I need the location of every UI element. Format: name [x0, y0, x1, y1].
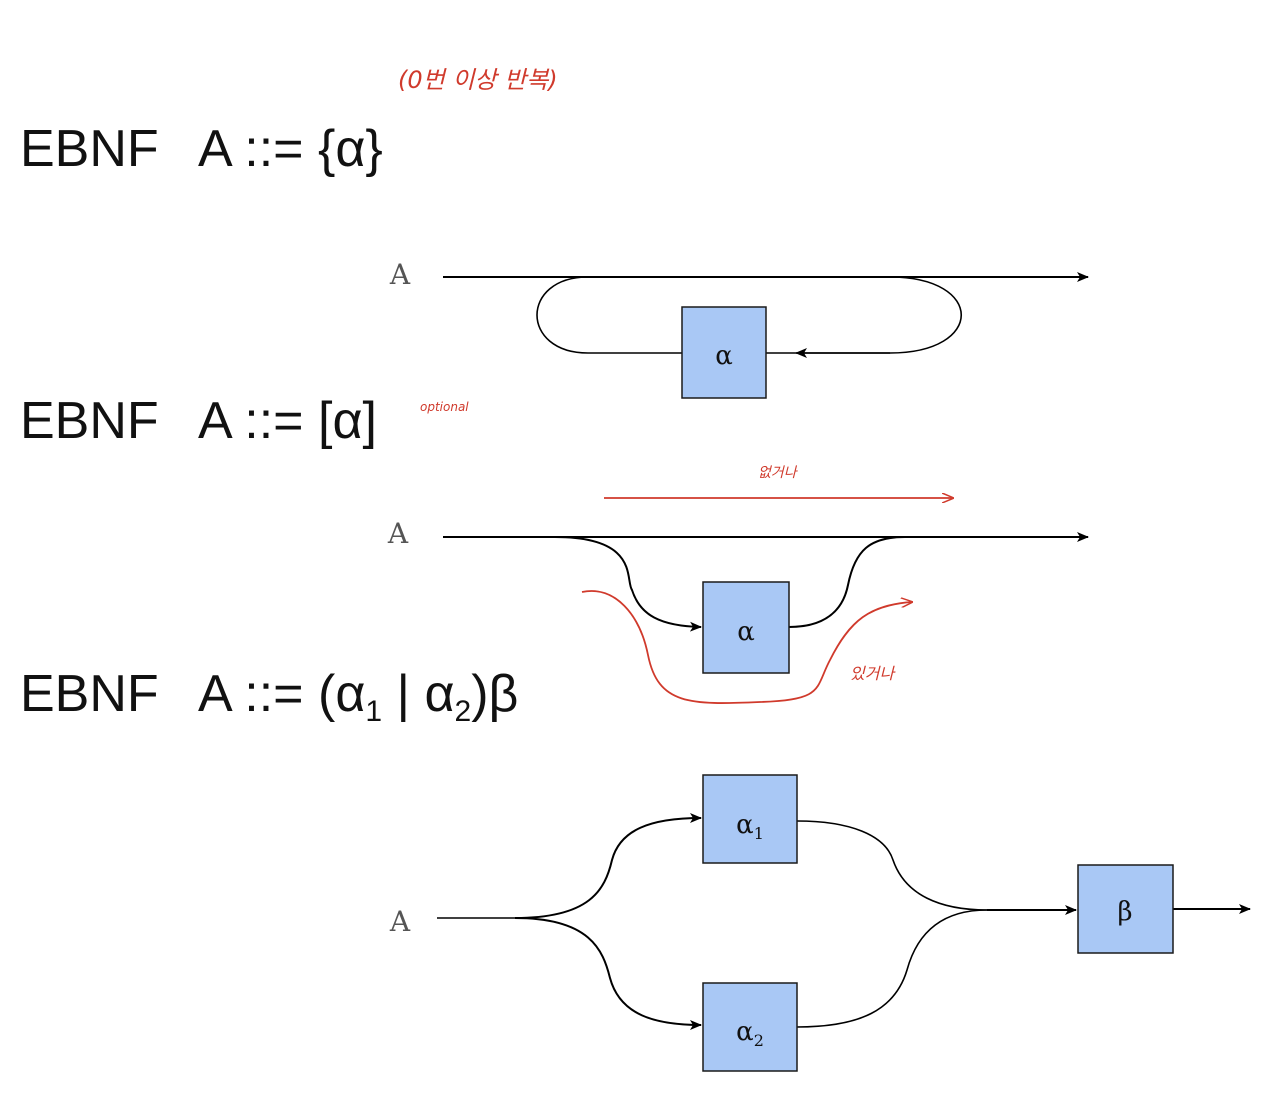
- exit-branch: [788, 536, 906, 628]
- alpha1-box: [702, 774, 798, 864]
- loop-track: [536, 276, 962, 354]
- heading-optional: EBNF A ::= [α]: [20, 395, 377, 447]
- heading-repetition: EBNF A ::= {α}: [20, 123, 383, 175]
- upper-branch: [514, 813, 702, 919]
- rule-rhs: {α}: [318, 120, 383, 178]
- start-label: A: [389, 258, 411, 291]
- rule-operator: ::=: [244, 392, 304, 450]
- rule-rhs-text: (α: [318, 665, 366, 723]
- alpha-box: [702, 581, 790, 674]
- rule-rhs-text: )β: [471, 665, 519, 723]
- start-label: A: [389, 905, 411, 938]
- rule-operator: ::=: [244, 665, 304, 723]
- alternation-diagram: A α1 α2 β: [389, 774, 1251, 1072]
- start-label: A: [387, 517, 409, 550]
- optional-note: optional: [420, 400, 469, 414]
- rule-rhs-text: | α: [382, 665, 455, 723]
- repeat-note: (0번 이상 반복): [398, 66, 558, 94]
- enter-branch: [554, 536, 702, 632]
- lower-branch: [514, 917, 702, 1030]
- rule-rhs-subscript: 1: [365, 695, 383, 728]
- present-note: 있거나: [850, 664, 895, 683]
- rule-rhs-subscript: 2: [454, 695, 472, 728]
- handwritten-annotations: [581, 498, 953, 704]
- alpha-box: [681, 306, 767, 399]
- repetition-diagram: A α: [389, 258, 1089, 399]
- rule-lhs: A: [198, 120, 230, 178]
- rule-lhs: A: [198, 392, 230, 450]
- alpha-box-label: α: [737, 617, 755, 647]
- rule-rhs: (α1 | α2)β: [318, 665, 519, 727]
- ebnf-keyword: EBNF: [20, 392, 159, 450]
- ebnf-keyword: EBNF: [20, 665, 159, 723]
- ebnf-keyword: EBNF: [20, 120, 159, 178]
- optional-diagram: A α: [387, 517, 1089, 674]
- beta-box: [1077, 864, 1174, 954]
- upper-merge: [796, 820, 988, 911]
- rule-rhs: [α]: [318, 392, 377, 450]
- rule-lhs: A: [198, 665, 230, 723]
- alpha1-box-label: α1: [736, 810, 764, 843]
- beta-box-label: β: [1117, 897, 1132, 927]
- rule-rhs-text: {α}: [318, 120, 383, 178]
- absent-note: 없거나: [758, 465, 797, 481]
- lower-merge: [796, 909, 988, 1028]
- present-path-curve: [581, 590, 912, 704]
- rule-rhs-text: [α]: [318, 392, 377, 450]
- alpha2-box-label: α2: [736, 1017, 764, 1050]
- heading-alternation: EBNF A ::= (α1 | α2)β: [20, 665, 519, 727]
- rule-operator: ::=: [244, 120, 304, 178]
- alpha-box-label: α: [715, 341, 733, 371]
- alpha2-box: [702, 982, 798, 1072]
